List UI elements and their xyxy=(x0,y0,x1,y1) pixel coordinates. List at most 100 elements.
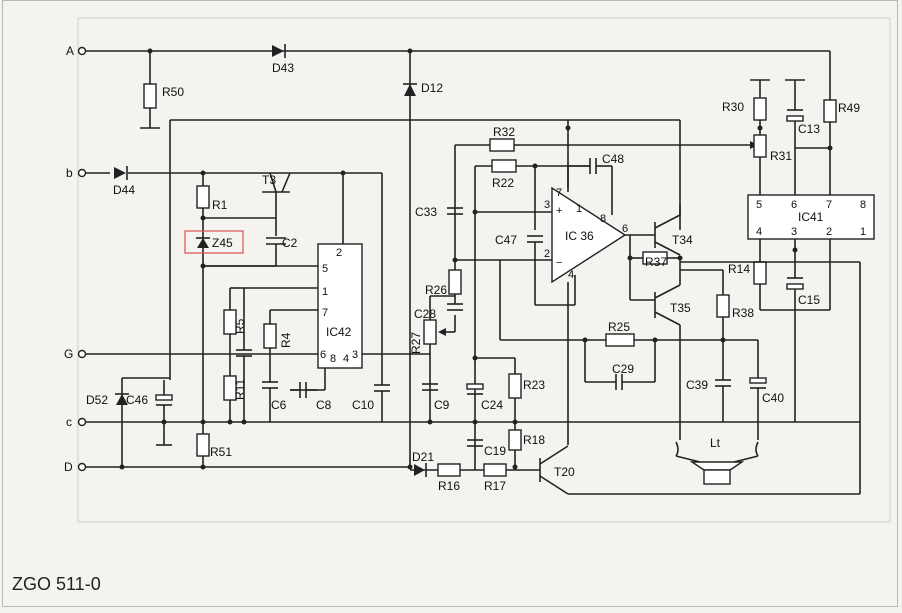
footer-code: ZGO 511-0 xyxy=(12,574,101,594)
capacitor-C46[interactable] xyxy=(155,380,173,446)
terminal-G[interactable] xyxy=(77,349,87,359)
resistor-R27[interactable] xyxy=(423,319,437,345)
resistor-R14[interactable] xyxy=(753,261,767,285)
terminal-b[interactable] xyxy=(77,168,87,178)
label-T20: T20 xyxy=(554,465,575,479)
speaker-Lt[interactable] xyxy=(675,441,759,485)
capacitor-C29[interactable] xyxy=(615,374,623,390)
resistor-R11[interactable] xyxy=(223,375,237,401)
label-R38: R38 xyxy=(732,306,754,320)
label-C13: C13 xyxy=(798,122,820,136)
label-C6: C6 xyxy=(271,398,287,412)
capacitor-C24[interactable] xyxy=(466,383,484,395)
label-R14: R14 xyxy=(728,262,750,276)
resistor-R30[interactable] xyxy=(753,97,767,121)
pin-ic42-2: 2 xyxy=(336,247,342,259)
pin-ic42-3: 3 xyxy=(352,349,358,361)
opamp-IC36[interactable] xyxy=(551,186,627,284)
capacitor-C48[interactable] xyxy=(589,158,597,174)
capacitor-C15[interactable] xyxy=(786,277,804,290)
label-c: c xyxy=(66,415,72,429)
diode-D44[interactable] xyxy=(114,166,128,180)
capacitor-C47[interactable] xyxy=(527,235,543,243)
schematic-border xyxy=(77,17,891,523)
label-C24: C24 xyxy=(481,398,503,412)
label-C40: C40 xyxy=(762,391,784,405)
pin-ic41-6: 6 xyxy=(791,199,797,211)
capacitor-C13[interactable] xyxy=(786,109,804,122)
terminal-A[interactable] xyxy=(77,46,87,56)
ic-IC41[interactable] xyxy=(747,194,875,240)
label-D44: D44 xyxy=(113,183,135,197)
resistor-R17[interactable] xyxy=(483,463,507,477)
label-R27: R27 xyxy=(409,332,423,354)
terminal-c[interactable] xyxy=(77,417,87,427)
resistor-R38[interactable] xyxy=(716,294,730,318)
resistor-R18[interactable] xyxy=(508,429,522,451)
label-Z45: Z45 xyxy=(212,236,233,250)
label-R22: R22 xyxy=(492,176,514,190)
label-D52: D52 xyxy=(86,393,108,407)
capacitor-C8[interactable] xyxy=(290,382,318,398)
capacitor-C9[interactable] xyxy=(422,383,438,391)
capacitor-C19[interactable] xyxy=(467,439,483,447)
capacitor-C40[interactable] xyxy=(749,377,767,389)
capacitor-C39[interactable] xyxy=(715,379,731,387)
capacitor-C-mid xyxy=(236,288,252,422)
capacitor-C10[interactable] xyxy=(374,384,390,422)
transistor-T3[interactable] xyxy=(262,172,383,385)
label-C28: C28 xyxy=(414,307,436,321)
resistor-R31[interactable] xyxy=(753,134,767,158)
capacitor-C33[interactable] xyxy=(447,207,463,215)
label-T3: T3 xyxy=(262,173,276,187)
pin-ic42-1: 1 xyxy=(322,286,328,298)
label-R11: R11 xyxy=(233,379,247,400)
capacitor-C6[interactable] xyxy=(262,381,278,422)
label-G: G xyxy=(64,347,73,361)
resistor-R50[interactable] xyxy=(143,83,157,109)
resistor-R25[interactable] xyxy=(605,333,635,347)
resistor-R32[interactable] xyxy=(489,138,515,152)
label-C8: C8 xyxy=(316,398,332,412)
label-C2: C2 xyxy=(282,236,298,250)
resistor-R16[interactable] xyxy=(437,463,461,477)
label-R16: R16 xyxy=(438,479,460,493)
resistor-R1[interactable] xyxy=(196,185,210,209)
resistor-R23[interactable] xyxy=(508,373,522,399)
pin-ic36-plus: + xyxy=(556,205,562,217)
highlight-box-Z45 xyxy=(184,230,244,254)
label-R30: R30 xyxy=(722,100,744,114)
resistor-R4[interactable] xyxy=(263,323,277,349)
resistor-R51[interactable] xyxy=(196,433,210,457)
diode-D12[interactable] xyxy=(403,83,417,96)
pin-ic36-1: 1 xyxy=(576,203,582,215)
resistor-R22[interactable] xyxy=(491,159,517,173)
resistor-R5[interactable] xyxy=(223,309,237,335)
terminal-D[interactable] xyxy=(77,462,87,472)
resistor-R26[interactable] xyxy=(448,269,462,295)
diode-D52[interactable] xyxy=(115,393,129,405)
terminals xyxy=(77,46,87,472)
ic-IC42[interactable] xyxy=(317,243,363,369)
diode-D21[interactable] xyxy=(414,463,427,477)
label-D43: D43 xyxy=(272,61,294,75)
label-IC36: IC 36 xyxy=(565,229,594,243)
pin-ic42-4: 4 xyxy=(343,353,349,365)
label-R23: R23 xyxy=(523,378,545,392)
label-A: A xyxy=(66,44,74,58)
label-D: D xyxy=(64,460,73,474)
pin-ic36-7: 7 xyxy=(556,187,562,199)
transistor-T20[interactable] xyxy=(539,445,569,495)
label-R5: R5 xyxy=(233,318,247,334)
transistor-T34[interactable] xyxy=(654,205,681,256)
resistor-R49[interactable] xyxy=(823,99,837,123)
capacitor-C28[interactable] xyxy=(447,303,463,311)
label-C48: C48 xyxy=(602,152,624,166)
label-IC42: IC42 xyxy=(326,325,352,339)
transistor-T35[interactable] xyxy=(630,284,681,326)
diode-D43[interactable] xyxy=(272,44,286,58)
pin-ic36-6: 6 xyxy=(622,223,628,235)
zener-Z45[interactable] xyxy=(196,237,210,248)
pin-ic41-1: 1 xyxy=(860,226,866,238)
